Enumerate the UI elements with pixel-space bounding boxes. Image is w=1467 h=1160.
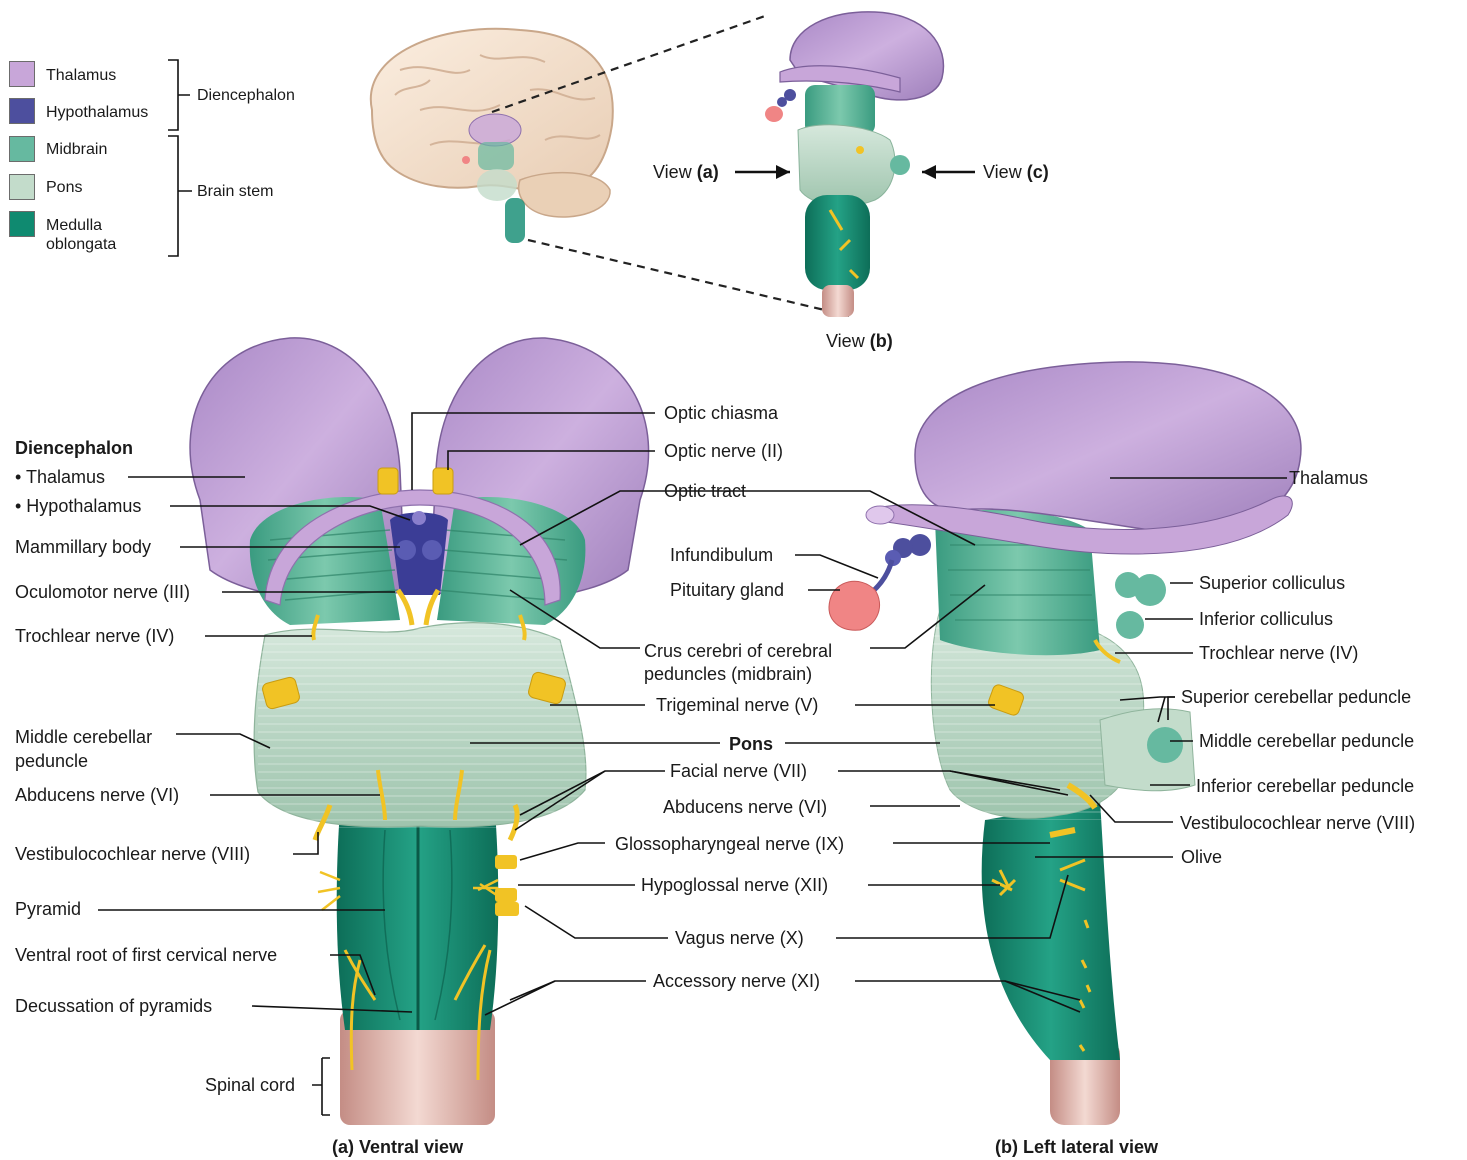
label-crus-cerebri: Crus cerebri of cerebral peduncles (midb… [644,640,832,686]
view-c-letter: (c) [1027,162,1049,182]
view-c-label: View (c) [983,162,1049,182]
label-thalamus-ventral: • Thalamus [15,467,105,487]
medulla-swatch [9,211,35,237]
thalamus-swatch [9,61,35,87]
caption-ventral-view: (a) Ventral view [332,1137,463,1157]
label-infundibulum: Infundibulum [670,545,773,565]
legend-label-pons: Pons [46,178,82,197]
label-pituitary-gland: Pituitary gland [670,580,784,600]
label-trochlear-nerve-ventral: Trochlear nerve (IV) [15,626,174,646]
caption-ventral-letter: (a) [332,1137,354,1157]
label-olive: Olive [1181,847,1222,867]
label-spinal-cord: Spinal cord [205,1075,295,1095]
label-vagus-nerve: Vagus nerve (X) [675,928,804,948]
view-a-label: View (a) [653,162,719,182]
view-b-label: View (b) [826,331,893,351]
label-glossopharyngeal-nerve: Glossopharyngeal nerve (IX) [615,834,844,854]
legend-group-diencephalon: Diencephalon [197,86,295,105]
label-middle-cerebellar-peduncle-lateral: Middle cerebellar peduncle [1199,731,1414,751]
label-trigeminal-nerve: Trigeminal nerve (V) [656,695,818,715]
diencephalon-heading: Diencephalon [15,438,133,458]
midbrain-swatch [9,136,35,162]
label-oculomotor-nerve: Oculomotor nerve (III) [15,582,190,602]
label-vestibulocochlear-nerve-lateral: Vestibulocochlear nerve (VIII) [1180,813,1415,833]
label-inferior-colliculus: Inferior colliculus [1199,609,1333,629]
view-b-letter: (b) [870,331,893,351]
legend-label-hypothalamus: Hypothalamus [46,103,148,122]
caption-lateral-text: Left lateral view [1023,1137,1158,1157]
legend-label-medulla: Medulla oblongata [46,216,116,254]
label-hypoglossal-nerve: Hypoglossal nerve (XII) [641,875,828,895]
view-a-prefix: View [653,162,697,182]
caption-ventral-text: Ventral view [359,1137,463,1157]
pons-swatch [9,174,35,200]
legend-label-thalamus: Thalamus [46,66,116,85]
view-guide-line-bottom [528,240,850,316]
label-decussation: Decussation of pyramids [15,996,212,1016]
whole-brain-thumbnail [371,29,613,243]
label-accessory-nerve: Accessory nerve (XI) [653,971,820,991]
label-vestibulocochlear-nerve-ventral: Vestibulocochlear nerve (VIII) [15,844,250,864]
legend-group-brain-stem: Brain stem [197,182,273,201]
label-inferior-cerebellar-peduncle: Inferior cerebellar peduncle [1196,776,1414,796]
legend-label-midbrain: Midbrain [46,140,107,159]
hypothalamus-swatch [9,98,35,124]
label-trochlear-nerve-lateral: Trochlear nerve (IV) [1199,643,1358,663]
label-optic-chiasma: Optic chiasma [664,403,778,423]
label-optic-nerve: Optic nerve (II) [664,441,783,461]
view-b-prefix: View [826,331,870,351]
label-superior-cerebellar-peduncle: Superior cerebellar peduncle [1181,687,1411,707]
caption-lateral-view: (b) Left lateral view [995,1137,1158,1157]
brainstem-thumbnail [765,12,943,317]
label-superior-colliculus: Superior colliculus [1199,573,1345,593]
label-pons: Pons [729,734,773,754]
label-hypothalamus: • Hypothalamus [15,496,141,516]
label-optic-tract: Optic tract [664,481,746,501]
label-abducens-nerve-lateral: Abducens nerve (VI) [663,797,827,817]
label-pyramid: Pyramid [15,899,81,919]
label-ventral-root: Ventral root of first cervical nerve [15,945,277,965]
label-middle-cerebellar-peduncle-ventral: Middle cerebellar peduncle [15,725,152,773]
view-c-prefix: View [983,162,1027,182]
label-mammillary-body: Mammillary body [15,537,151,557]
label-abducens-nerve-ventral: Abducens nerve (VI) [15,785,179,805]
label-thalamus-lateral: Thalamus [1289,468,1368,488]
view-a-letter: (a) [697,162,719,182]
caption-lateral-letter: (b) [995,1137,1018,1157]
label-facial-nerve: Facial nerve (VII) [670,761,807,781]
